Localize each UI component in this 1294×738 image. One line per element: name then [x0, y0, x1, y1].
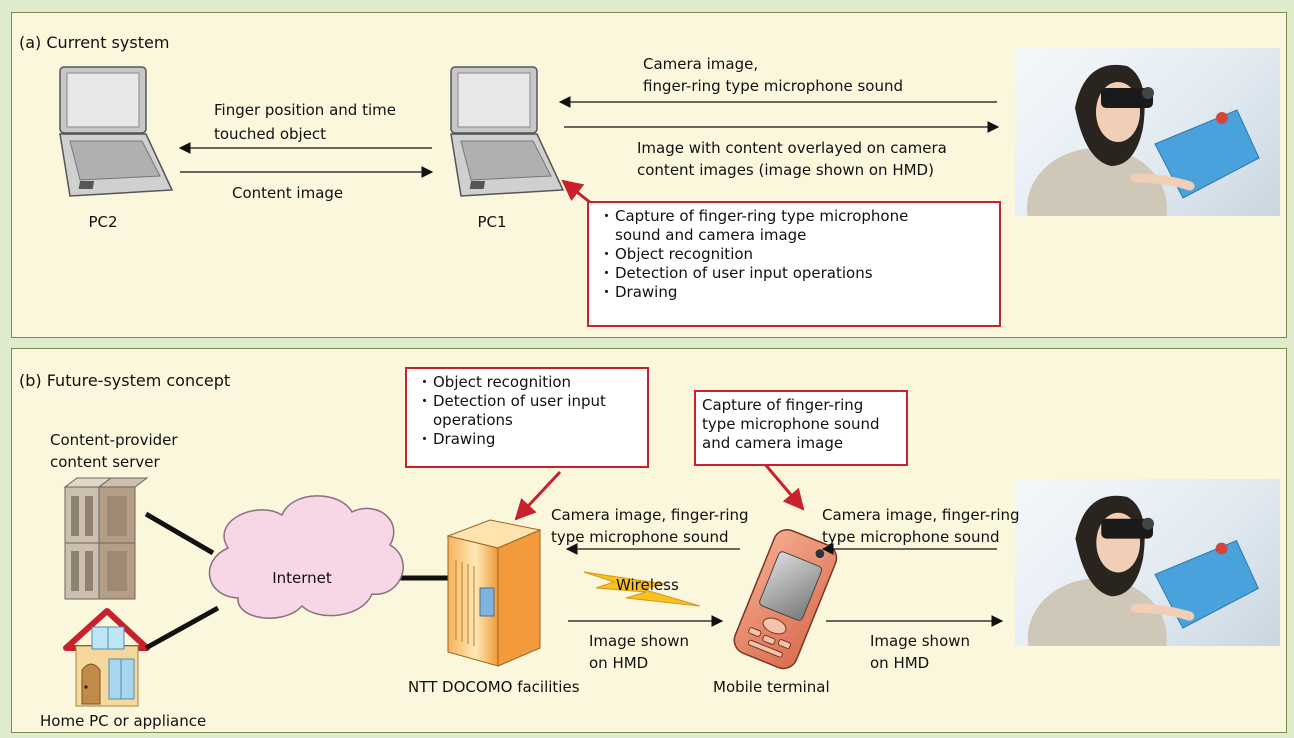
internet-cloud-icon — [208, 495, 404, 619]
content-server-label-1: Content-provider — [50, 431, 178, 449]
home-label: Home PC or appliance — [40, 712, 207, 730]
home-icon — [63, 608, 150, 707]
mobile-label: Mobile terminal — [713, 678, 830, 696]
hmd-user-illustration — [1027, 495, 1259, 646]
laptop-icon-pc1 — [450, 66, 565, 197]
overlay-text-line-1: Image with content overlayed on camera — [637, 139, 947, 157]
link-home-internet — [144, 605, 220, 651]
bullet: ・ — [599, 283, 615, 301]
wireless-bolt-icon — [583, 571, 701, 607]
facility-function-text: operations — [433, 411, 513, 429]
mobile-functions-box: Capture of finger-ring type microphone s… — [694, 390, 908, 466]
hmd-user-illustration — [1027, 64, 1260, 216]
bullet: ・ — [417, 373, 433, 391]
bullet: ・ — [599, 207, 615, 225]
image-shown-line-2: on HMD — [589, 654, 649, 672]
camera-to-mobile-line-2: type microphone sound — [822, 528, 1000, 546]
content-image-label: Content image — [232, 184, 344, 202]
pc1-function-text: sound and camera image — [615, 226, 807, 244]
camera-to-mobile-line-1: Camera image, finger-ring — [822, 506, 1020, 524]
facility-function-item: ・Object recognition — [415, 373, 639, 392]
callout-arrow-mobile — [762, 462, 805, 511]
mobile-function-text: and camera image — [702, 434, 844, 452]
image-shown-mobile-line-2: on HMD — [870, 654, 930, 672]
facility-function-text: Object recognition — [433, 373, 572, 391]
mobile-function-text: Capture of finger-ring — [702, 396, 864, 414]
camera-to-facility-line-1: Camera image, finger-ring — [551, 506, 749, 524]
finger-position-label: Finger position and time — [214, 101, 396, 119]
bullet: ・ — [599, 264, 615, 282]
camera-to-facility-line-2: type microphone sound — [551, 528, 729, 546]
bullet: ・ — [417, 430, 433, 448]
pc1-function-text: Object recognition — [615, 245, 754, 263]
pc1-function-item: ・Capture of finger-ring type microphone — [597, 207, 991, 226]
laptop-icon-pc2 — [59, 66, 174, 197]
internet-label: Internet — [272, 569, 332, 587]
facility-function-text: Drawing — [433, 430, 496, 448]
hmd-user-photo-b — [1015, 479, 1280, 646]
link-server-internet — [144, 511, 215, 556]
facility-function-text: Detection of user input — [433, 392, 606, 410]
pc1-function-item: sound and camera image — [597, 226, 991, 245]
content-server-label-2: content server — [50, 453, 160, 471]
image-shown-line-1: Image shown — [589, 632, 690, 650]
pc1-functions-box: ・Capture of finger-ring type microphone … — [587, 201, 1001, 327]
touched-object-label: touched object — [214, 125, 327, 143]
pc1-label: PC1 — [477, 213, 507, 231]
hmd-user-photo-a — [1015, 48, 1280, 216]
image-shown-mobile-line-1: Image shown — [870, 632, 971, 650]
overlay-text-line-2: content images (image shown on HMD) — [637, 161, 934, 179]
facility-function-item: operations — [415, 411, 639, 430]
finger-ring-mic-label: finger-ring type microphone sound — [643, 77, 904, 95]
facility-server-icon — [446, 519, 542, 667]
facility-functions-box: ・Object recognition ・Detection of user i… — [405, 367, 649, 468]
pc1-function-item: ・Detection of user input operations — [597, 264, 991, 283]
camera-image-label: Camera image, — [643, 55, 759, 73]
pc1-function-text: Drawing — [615, 283, 678, 301]
pc1-function-item: ・Object recognition — [597, 245, 991, 264]
pc1-function-text: Capture of finger-ring type microphone — [615, 207, 909, 225]
panel-b-title: (b) Future-system concept — [19, 371, 231, 390]
mobile-phone-icon — [733, 528, 838, 670]
bullet: ・ — [599, 245, 615, 263]
panel-a-title: (a) Current system — [19, 33, 170, 52]
pc1-function-text: Detection of user input operations — [615, 264, 873, 282]
facilities-label: NTT DOCOMO facilities — [408, 678, 580, 696]
content-server-icon — [63, 477, 149, 600]
wireless-label: Wireless — [616, 576, 679, 594]
facility-function-item: ・Drawing — [415, 430, 639, 449]
bullet: ・ — [417, 392, 433, 410]
pc1-function-item: ・Drawing — [597, 283, 991, 302]
pc2-label: PC2 — [88, 213, 118, 231]
facility-function-item: ・Detection of user input — [415, 392, 639, 411]
callout-arrow-facility — [514, 470, 562, 521]
mobile-function-text: type microphone sound — [702, 415, 880, 433]
